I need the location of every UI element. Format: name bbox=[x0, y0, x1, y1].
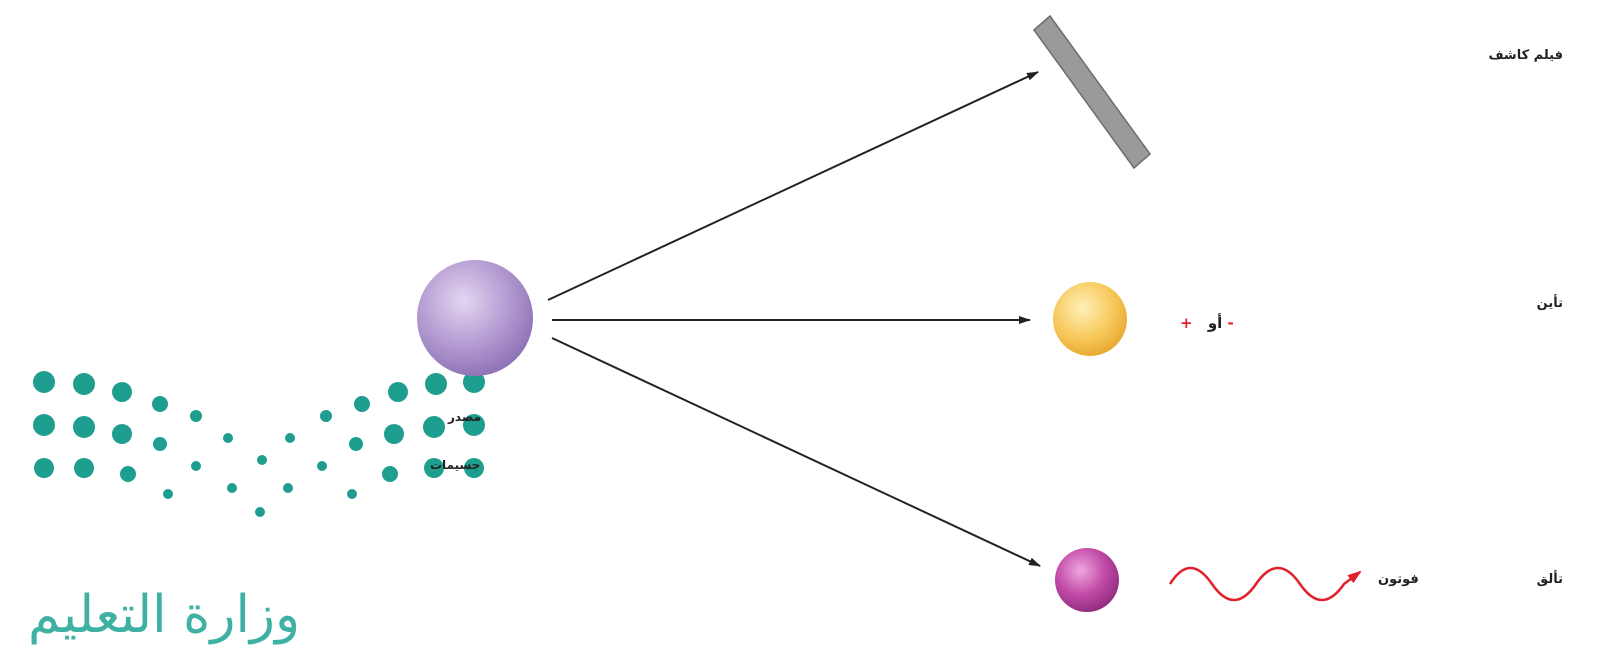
scintillation-label: تألق bbox=[1536, 572, 1563, 587]
source-label-line2: جسيمات bbox=[430, 458, 481, 472]
minus-sign: - bbox=[1227, 314, 1234, 332]
arrow-to-film bbox=[547, 71, 1039, 301]
particle-source-sphere bbox=[417, 260, 533, 376]
ion-sphere bbox=[1053, 282, 1127, 356]
photon-label: فوتون bbox=[1378, 572, 1419, 587]
or-word: أو bbox=[1207, 314, 1223, 332]
photon-wave bbox=[1168, 566, 1362, 602]
source-label-line1: مصدر bbox=[448, 410, 482, 424]
plus-sign: + bbox=[1180, 314, 1193, 332]
detector-film-plate bbox=[1032, 14, 1152, 170]
watermark-text: وزارة التعليم bbox=[28, 585, 301, 645]
radiation-detection-diagram bbox=[33, 14, 1362, 612]
logo-dots-watermark bbox=[33, 371, 485, 517]
ionization-label: تأين bbox=[1536, 296, 1563, 311]
ion-charge-group: + أو - bbox=[1180, 314, 1234, 332]
scintillation-sphere bbox=[1055, 548, 1119, 612]
arrow-to-scintillator bbox=[551, 337, 1041, 567]
film-label: فيلم كاشف bbox=[1488, 48, 1563, 63]
